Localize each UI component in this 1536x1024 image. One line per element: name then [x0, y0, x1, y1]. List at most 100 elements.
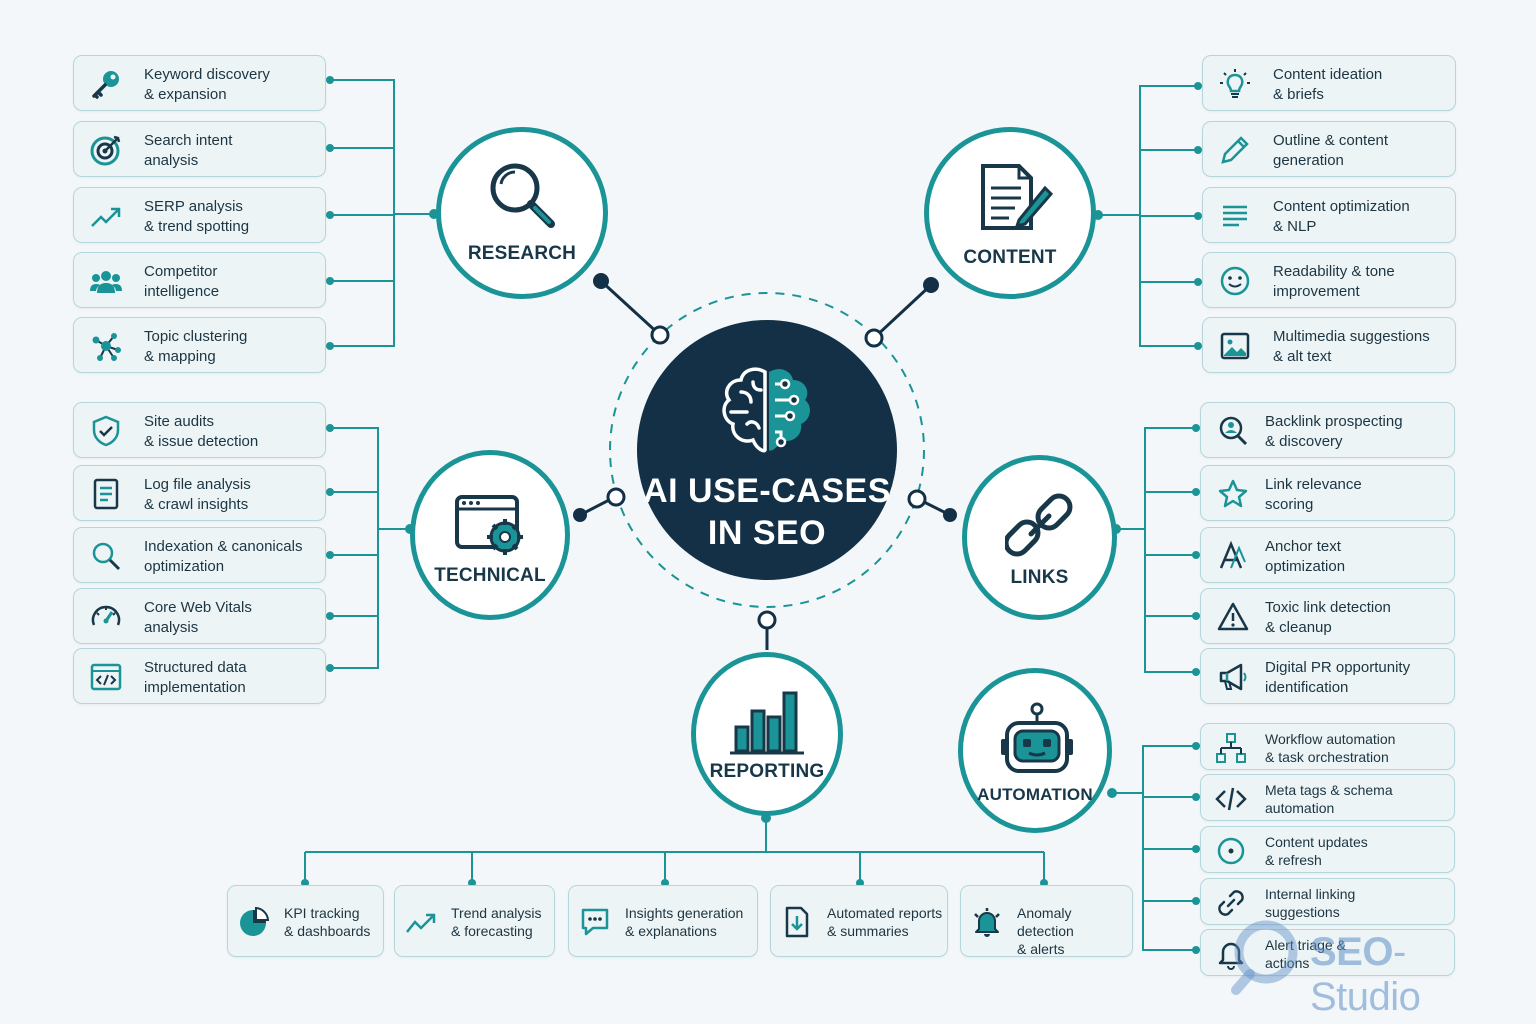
center-title: AI USE-CASES IN SEO: [643, 472, 891, 552]
key-icon: [92, 71, 119, 99]
card-label: Backlink prospecting & discovery: [1265, 413, 1403, 450]
hub-technical-label: TECHNICAL: [434, 565, 546, 586]
hub-research-label: RESEARCH: [467, 243, 577, 264]
card-readability[interactable]: Readability & tone improvement: [1202, 252, 1456, 308]
anchor-text-icon: [1219, 540, 1246, 569]
card-internal-linking[interactable]: Internal linking suggestions: [1200, 878, 1455, 925]
card-label: Meta tags & schema automation: [1265, 782, 1393, 816]
gauge-icon: [91, 605, 121, 626]
card-label: Core Web Vitals analysis: [144, 599, 252, 636]
card-label: SERP analysis & trend spotting: [144, 198, 250, 235]
bar-chart-icon: [730, 691, 804, 755]
hub-links[interactable]: LINKS: [962, 455, 1117, 620]
seo-studio-logo: SEO-Studio: [1228, 920, 1508, 1019]
hub-technical[interactable]: TECHNICAL: [410, 450, 570, 620]
card-link-relevance[interactable]: Link relevance scoring: [1200, 465, 1455, 521]
card-topic-clustering[interactable]: Topic clustering & mapping: [73, 317, 326, 373]
card-label: Search intent analysis: [144, 132, 233, 169]
card-label: Content optimization & NLP: [1273, 198, 1410, 235]
card-label: Anchor text optimization: [1265, 538, 1346, 575]
card-label: Site audits & issue detection: [144, 413, 259, 450]
card-digital-pr[interactable]: Digital PR opportunity identification: [1200, 648, 1455, 704]
star-icon: [1218, 479, 1248, 508]
trend-icon: [406, 913, 436, 933]
card-label: Outline & content generation: [1273, 132, 1389, 169]
hub-automation[interactable]: AUTOMATION: [958, 668, 1112, 833]
card-label: Workflow automation & task orchestration: [1265, 731, 1396, 765]
card-log-file[interactable]: Log file analysis & crawl insights: [73, 465, 326, 521]
card-automated-reports[interactable]: Automated reports & summaries: [770, 885, 948, 957]
trend-icon: [91, 207, 121, 227]
card-anchor-text[interactable]: Anchor text optimization: [1200, 527, 1455, 583]
document-edit-icon: [981, 164, 1054, 230]
card-label: Anomaly detection & alerts: [1017, 905, 1074, 957]
warning-icon: [1217, 602, 1249, 631]
card-kpi-tracking[interactable]: KPI tracking & dashboards: [227, 885, 384, 957]
browser-gear-icon: [455, 495, 523, 555]
card-label: Content ideation & briefs: [1273, 66, 1383, 103]
search-icon: [92, 542, 121, 571]
hub-content[interactable]: CONTENT: [924, 127, 1096, 299]
search-person-icon: [1219, 416, 1248, 446]
card-anomaly-detection[interactable]: Anomaly detection & alerts: [960, 885, 1133, 957]
card-label: Structured data implementation: [144, 659, 247, 696]
card-workflow-automation[interactable]: Workflow automation & task orchestration: [1200, 723, 1455, 770]
card-content-optimization[interactable]: Content optimization & NLP: [1202, 187, 1456, 243]
card-trend-analysis[interactable]: Trend analysis & forecasting: [394, 885, 555, 957]
card-label: Keyword discovery & expansion: [144, 66, 270, 103]
card-competitor-intelligence[interactable]: Competitor intelligence: [73, 252, 326, 308]
image-icon: [1220, 332, 1250, 360]
card-toxic-link[interactable]: Toxic link detection & cleanup: [1200, 588, 1455, 644]
card-serp-analysis[interactable]: SERP analysis & trend spotting: [73, 187, 326, 243]
lines-icon: [1223, 205, 1247, 227]
card-label: Content updates & refresh: [1265, 834, 1368, 868]
chain-link-icon: [1005, 493, 1073, 557]
card-label: Readability & tone improvement: [1273, 263, 1395, 300]
card-indexation[interactable]: Indexation & canonicals optimization: [73, 527, 326, 583]
lightbulb-icon: [1220, 69, 1250, 98]
chat-icon: [581, 908, 609, 936]
card-label: Alert triage & actions: [1265, 937, 1346, 971]
card-insights-generation[interactable]: Insights generation & explanations: [568, 885, 758, 957]
card-multimedia[interactable]: Multimedia suggestions & alt text: [1202, 317, 1456, 373]
megaphone-icon: [1219, 663, 1247, 691]
card-keyword-discovery[interactable]: Keyword discovery & expansion: [73, 55, 326, 111]
card-content-ideation[interactable]: Content ideation & briefs: [1202, 55, 1456, 111]
card-label: KPI tracking & dashboards: [284, 905, 371, 939]
workflow-icon: [1216, 733, 1246, 763]
hub-reporting-label: REPORTING: [709, 761, 825, 782]
card-label: Multimedia suggestions & alt text: [1273, 328, 1430, 365]
card-label: Topic clustering & mapping: [144, 328, 248, 365]
refresh-icon: [1217, 837, 1245, 865]
code-icon: [1215, 787, 1247, 811]
card-structured-data[interactable]: Structured data implementation: [73, 648, 326, 704]
bell-icon: [1218, 942, 1244, 970]
hub-automation-label: AUTOMATION: [977, 785, 1093, 804]
alarm-icon: [974, 908, 1000, 937]
download-doc-icon: [785, 906, 809, 938]
pencil-icon: [1221, 136, 1249, 164]
hub-reporting[interactable]: REPORTING: [691, 652, 843, 816]
hub-research[interactable]: RESEARCH: [436, 127, 608, 299]
card-backlink-prospecting[interactable]: Backlink prospecting & discovery: [1200, 402, 1455, 458]
card-search-intent[interactable]: Search intent analysis: [73, 121, 326, 177]
link-icon: [1218, 890, 1244, 916]
card-label: Digital PR opportunity identification: [1265, 659, 1411, 696]
card-content-updates[interactable]: Content updates & refresh: [1200, 826, 1455, 873]
magnifier-icon: [490, 163, 555, 228]
smiley-icon: [1220, 266, 1250, 296]
people-icon: [90, 271, 122, 293]
card-meta-tags[interactable]: Meta tags & schema automation: [1200, 774, 1455, 821]
card-site-audits[interactable]: Site audits & issue detection: [73, 402, 326, 458]
card-outline-generation[interactable]: Outline & content generation: [1202, 121, 1456, 177]
card-label: Insights generation & explanations: [625, 905, 744, 939]
hub-links-label: LINKS: [1010, 567, 1069, 588]
card-core-web-vitals[interactable]: Core Web Vitals analysis: [73, 588, 326, 644]
center-hub: AI USE-CASES IN SEO: [637, 320, 897, 580]
card-alert-triage[interactable]: Alert triage & actions: [1200, 929, 1455, 976]
log-file-icon: [93, 478, 119, 510]
magnifier-logo-icon: [1231, 920, 1298, 995]
card-label: Internal linking suggestions: [1265, 886, 1356, 920]
card-label: Log file analysis & crawl insights: [144, 476, 251, 513]
